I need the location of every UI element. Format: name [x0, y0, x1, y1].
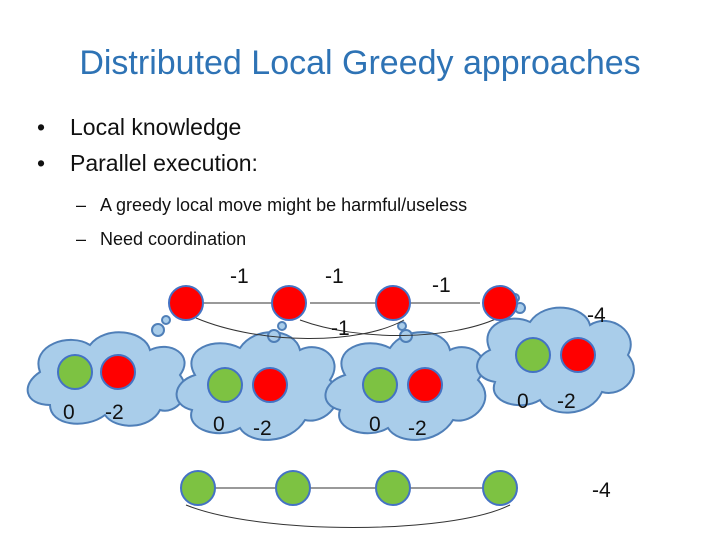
green-node	[362, 367, 398, 403]
sub-bullet-coordination: – Need coordination	[76, 229, 247, 250]
green-node	[275, 470, 311, 506]
edge	[195, 317, 405, 339]
label-cloud1-right: -2	[105, 401, 124, 424]
bullet-dot: •	[37, 150, 46, 176]
edge	[299, 317, 499, 337]
label-cloud2-left: 0	[213, 413, 225, 436]
label-cloud1-left: 0	[63, 401, 75, 424]
label-mid: -1	[331, 317, 350, 340]
green-node	[57, 354, 93, 390]
label-top-3: -1	[432, 274, 451, 297]
sub-bullet-text: A greedy local move might be harmful/use…	[100, 195, 468, 215]
green-node	[375, 470, 411, 506]
bubble	[161, 315, 171, 325]
edge	[185, 504, 511, 528]
red-node	[168, 285, 204, 321]
red-node	[482, 285, 518, 321]
label-cloud3-right: -2	[408, 417, 427, 440]
sub-bullet-dash: –	[76, 229, 87, 249]
red-node	[252, 367, 288, 403]
label-top-1: -1	[230, 265, 249, 288]
label-top-4: -4	[587, 304, 606, 327]
bullet-parallel-execution: • Parallel execution:	[37, 150, 258, 177]
green-node	[180, 470, 216, 506]
sub-bullet-text: Need coordination	[100, 229, 247, 249]
red-node	[100, 354, 136, 390]
label-bottom: -4	[592, 479, 611, 502]
green-node	[207, 367, 243, 403]
bubble	[277, 321, 287, 331]
slide-title: Distributed Local Greedy approaches	[79, 44, 641, 82]
green-node	[515, 337, 551, 373]
label-cloud3-left: 0	[369, 413, 381, 436]
green-node	[482, 470, 518, 506]
bullet-dot: •	[37, 114, 46, 140]
sub-bullet-dash: –	[76, 195, 87, 215]
label-cloud4-left: 0	[517, 390, 529, 413]
bubble	[151, 323, 165, 337]
bullet-local-knowledge: • Local knowledge	[37, 114, 242, 141]
red-node	[560, 337, 596, 373]
label-cloud4-right: -2	[557, 390, 576, 413]
bullet-text: Parallel execution:	[70, 150, 258, 176]
red-node	[271, 285, 307, 321]
bullet-text: Local knowledge	[70, 114, 242, 140]
label-top-2: -1	[325, 265, 344, 288]
bottom-graph-edges	[185, 487, 511, 528]
top-graph-edges	[190, 302, 499, 339]
cloud-3	[324, 331, 487, 441]
top-graph-nodes	[168, 285, 518, 321]
red-node	[407, 367, 443, 403]
red-node	[375, 285, 411, 321]
cloud-4	[476, 306, 635, 414]
bottom-graph-nodes	[180, 470, 518, 506]
cloud-nodes	[57, 337, 596, 403]
label-cloud2-right: -2	[253, 417, 272, 440]
labels: -1 -1 -1 -4 -1 0 -2 0 -2 0 -2 0 -2 -4	[63, 265, 611, 502]
bubble	[397, 321, 407, 331]
sub-bullet-harmful-move: – A greedy local move might be harmful/u…	[76, 195, 468, 216]
